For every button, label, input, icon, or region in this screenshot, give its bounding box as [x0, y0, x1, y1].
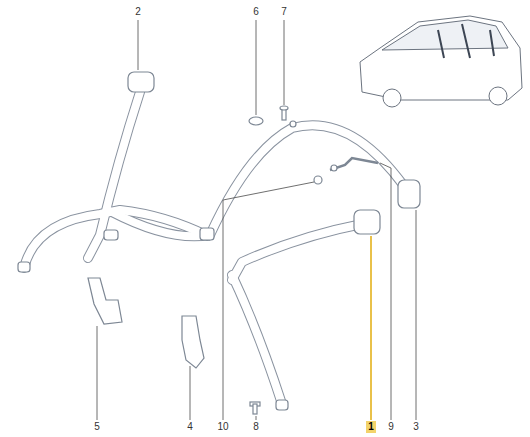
- retractor: [398, 180, 420, 208]
- callout-number: 10: [215, 421, 230, 433]
- callout-number: 4: [185, 421, 195, 433]
- retractor: [354, 210, 380, 234]
- callout-number: 2: [133, 6, 143, 18]
- callout-number: 7: [279, 6, 289, 18]
- callout-number: 6: [251, 6, 261, 18]
- callout-number: 3: [411, 421, 421, 433]
- buckle: [88, 278, 122, 324]
- callout-number: 9: [386, 421, 396, 433]
- callout-number: 5: [92, 421, 102, 433]
- callout-number: 8: [251, 421, 261, 433]
- buckle: [182, 316, 204, 368]
- retractor: [128, 72, 154, 92]
- callout-number: 1: [366, 421, 376, 433]
